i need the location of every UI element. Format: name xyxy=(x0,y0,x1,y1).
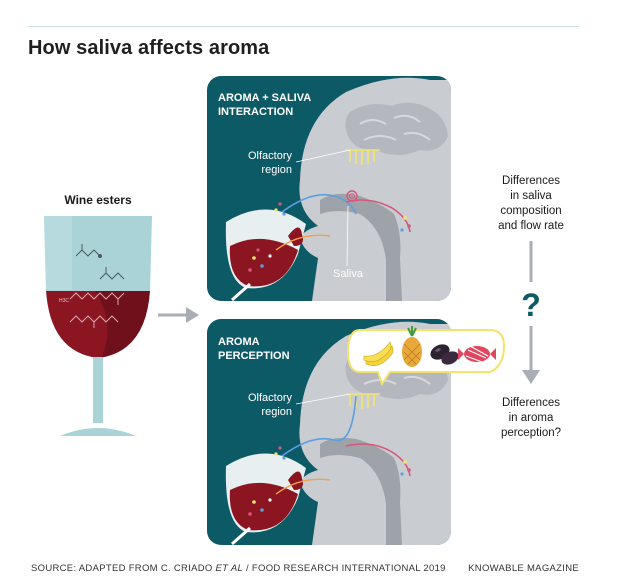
sipping-glass-top xyxy=(225,202,306,301)
right-annotations: Differences in saliva composition and fl… xyxy=(498,175,564,439)
diff-aroma-line-1: Differences xyxy=(502,397,560,409)
question-mark: ? xyxy=(521,287,541,323)
top-rule xyxy=(28,26,579,27)
candy-icon xyxy=(458,345,496,363)
source-citation: SOURCE: ADAPTED FROM C. CRIADO ET AL / F… xyxy=(31,563,446,574)
panel-bottom-heading-2: PERCEPTION xyxy=(218,350,290,362)
diff-saliva-line-4: and flow rate xyxy=(498,220,564,232)
panel-top-heading-2: INTERACTION xyxy=(218,106,293,118)
publisher-credit: KNOWABLE MAGAZINE xyxy=(468,563,579,574)
panel-bottom-heading-1: AROMA xyxy=(218,336,260,348)
olfactory-label-bottom-2: region xyxy=(261,406,292,418)
olfactory-label-bottom-1: Olfactory xyxy=(248,392,293,404)
aroma-nasal-path xyxy=(281,193,357,215)
ester-molecule-2 xyxy=(99,267,125,280)
diff-saliva-line-3: composition xyxy=(500,205,561,217)
wine-esters-label: Wine esters xyxy=(64,193,132,207)
pineapple-icon xyxy=(402,326,422,367)
aroma-bubble xyxy=(346,326,506,387)
diff-saliva-line-2: in saliva xyxy=(510,190,552,202)
retronasal-path xyxy=(345,199,411,233)
olfactory-label-top-1: Olfactory xyxy=(248,150,293,162)
panel-aroma-saliva: AROMA + SALIVA INTERACTION Olfactory reg… xyxy=(207,76,451,301)
ester-molecule-1 xyxy=(75,244,102,258)
down-arrow-icon xyxy=(522,370,540,384)
glass-to-panel-arrow xyxy=(158,307,199,323)
saliva-label: Saliva xyxy=(333,268,364,280)
olfactory-bulb xyxy=(346,149,380,165)
diff-aroma-line-2: in aroma xyxy=(509,412,554,424)
ester-molecule-4 xyxy=(69,315,119,328)
panel-aroma-perception: AROMA PERCEPTION Olfactory region xyxy=(207,319,451,545)
molecule-label: H3C xyxy=(59,298,69,304)
diff-saliva-line-1: Differences xyxy=(502,175,560,187)
wine-glass: H3C xyxy=(44,216,152,436)
prune-icon xyxy=(430,344,459,365)
panel-top-heading-1: AROMA + SALIVA xyxy=(218,92,311,104)
ester-molecule-3 xyxy=(69,292,125,305)
banana-icon xyxy=(363,341,394,366)
diff-aroma-line-3: perception? xyxy=(501,427,561,439)
page-title: How saliva affects aroma xyxy=(28,37,270,59)
olfactory-label-top-2: region xyxy=(261,164,292,176)
